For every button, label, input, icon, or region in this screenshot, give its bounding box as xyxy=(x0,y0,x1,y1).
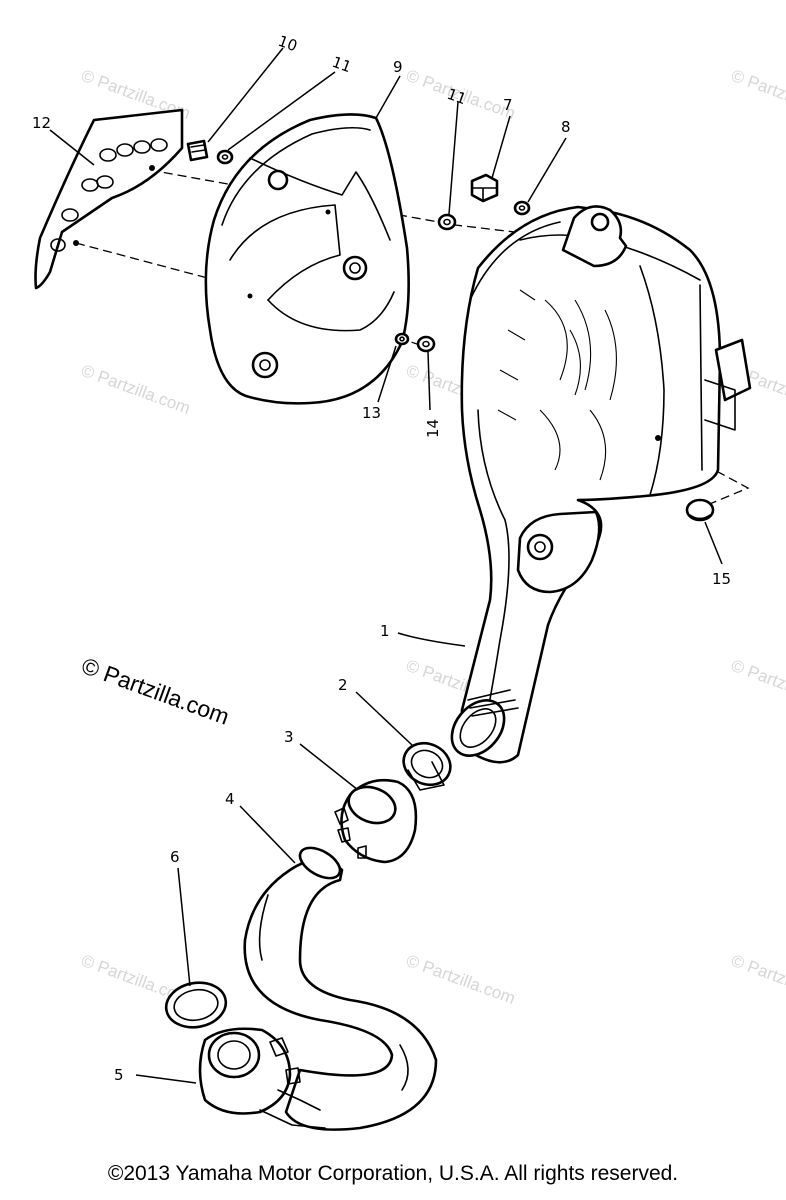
part-14-washer xyxy=(416,335,436,353)
part-3-joint xyxy=(334,778,418,864)
watermark: © Partzilla.com xyxy=(729,951,786,1008)
callout-7: 7 xyxy=(503,96,513,114)
part-4-hose xyxy=(243,846,438,1131)
callout-5: 5 xyxy=(114,1066,124,1084)
callout-13: 13 xyxy=(362,404,381,422)
part-11-washer xyxy=(216,149,234,165)
callout-11-upper: 11 xyxy=(330,53,354,76)
callout-6: 6 xyxy=(170,848,180,866)
watermark: © Partzilla.com xyxy=(404,951,518,1008)
part-8-washer xyxy=(513,200,531,216)
part-15-grommet xyxy=(685,498,715,522)
watermark-main: © Partzilla.com xyxy=(78,652,233,729)
part-1-air-box xyxy=(450,205,752,764)
callout-8: 8 xyxy=(561,118,571,136)
part-9-cover xyxy=(204,113,410,405)
callout-2: 2 xyxy=(338,676,348,694)
callout-11-middle: 11 xyxy=(445,85,469,108)
part-13-washer xyxy=(394,332,410,346)
callout-10: 10 xyxy=(276,32,300,55)
part-11-washer xyxy=(437,213,457,231)
part-12-label-plate xyxy=(34,108,184,290)
part-2-ring xyxy=(402,741,452,791)
callout-14: 14 xyxy=(424,419,442,438)
copyright-notice: ©2013 Yamaha Motor Corporation, U.S.A. A… xyxy=(107,1162,679,1185)
callout-labels: 1 2 3 4 5 6 7 8 9 10 11 11 12 13 14 15 xyxy=(32,32,731,1084)
leader-lines xyxy=(49,47,723,1084)
part-6-ring xyxy=(164,981,228,1029)
part-5-clamp xyxy=(198,1027,326,1129)
watermark: © Partzilla.com xyxy=(729,656,786,713)
callout-15: 15 xyxy=(712,570,731,588)
watermark-repeats: © Partzilla.com © Partzilla.com © Partzi… xyxy=(79,66,786,1008)
callout-3: 3 xyxy=(284,728,294,746)
callout-9: 9 xyxy=(393,58,403,76)
watermark: © Partzilla.com xyxy=(729,66,786,123)
part-7-bolt xyxy=(470,173,499,203)
callout-12: 12 xyxy=(32,114,51,132)
part-10-screw xyxy=(186,139,209,162)
callout-1: 1 xyxy=(380,622,390,640)
watermark: © Partzilla.com xyxy=(79,361,193,418)
callout-4: 4 xyxy=(225,790,235,808)
